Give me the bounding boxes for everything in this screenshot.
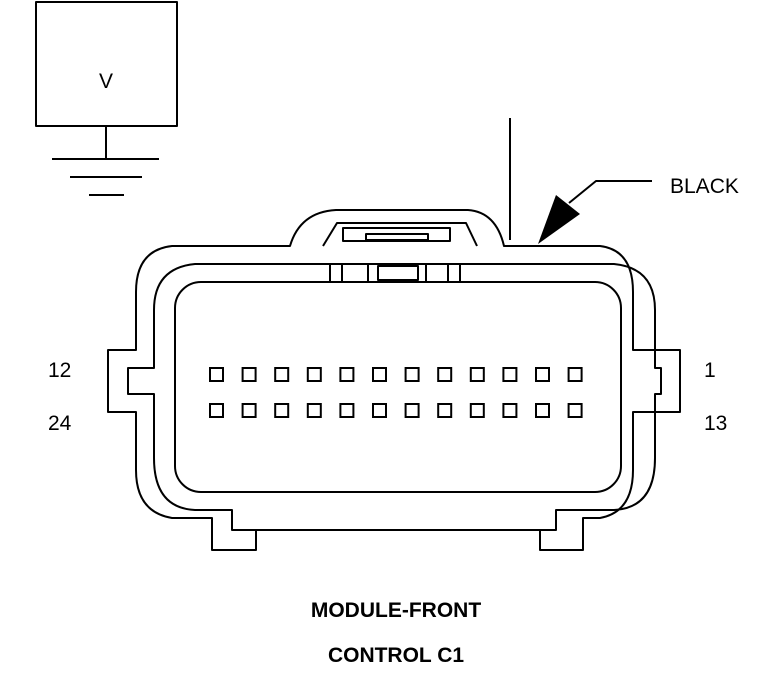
pin-cavity-slot xyxy=(535,367,550,382)
pin-cavity-slot xyxy=(339,367,355,382)
pin-cavity-slot xyxy=(404,403,420,418)
pin-cavity-slot xyxy=(437,403,453,418)
connector-body xyxy=(107,209,681,551)
pin-cavity-slot xyxy=(404,367,420,382)
pin-label-bottom-left: 24 xyxy=(48,412,72,435)
pin-grid xyxy=(209,367,583,418)
pin-cavity-slot xyxy=(372,403,387,418)
pin-cavity-slot xyxy=(535,403,550,418)
connector-outer-shell xyxy=(107,209,681,551)
pin-cavity-slot xyxy=(209,403,224,418)
pin-cavity-slot xyxy=(372,367,387,382)
ground-icon xyxy=(52,126,159,196)
pin-cavity-slot xyxy=(339,403,355,418)
pin-cavity-slot xyxy=(241,367,257,382)
pin-cavity-slot xyxy=(502,403,518,418)
keying-ribs xyxy=(329,264,461,282)
color-label: BLACK xyxy=(670,175,739,198)
pin-cavity-slot xyxy=(241,403,257,418)
connector-inner-shell xyxy=(127,263,662,531)
pin-cavity-slot xyxy=(469,367,485,382)
component-box: V xyxy=(35,1,178,196)
pin-cavity-slot xyxy=(209,367,224,382)
caption-line-1: MODULE-FRONT xyxy=(311,599,481,622)
pin-cavity-slot xyxy=(437,367,453,382)
color-callout: BLACK xyxy=(538,175,739,244)
pin-cavity xyxy=(174,281,622,493)
pin-cavity-slot xyxy=(502,367,518,382)
pin-cavity-slot xyxy=(306,403,322,418)
pin-cavity-slot xyxy=(469,403,485,418)
pin-label-bottom-right: 13 xyxy=(704,412,727,435)
pin-cavity-slot xyxy=(274,403,290,418)
component-symbol: V xyxy=(99,70,113,93)
pin-cavity-slot xyxy=(567,367,583,382)
latch xyxy=(322,222,478,247)
arrow-head-icon xyxy=(538,195,580,244)
pin-label-top-right: 1 xyxy=(704,359,716,382)
pin-cavity-slot xyxy=(274,367,290,382)
pin-cavity-slot xyxy=(567,403,583,418)
pin-label-top-left: 12 xyxy=(48,359,71,382)
pin-cavity-slot xyxy=(306,367,322,382)
component-outline xyxy=(35,1,178,127)
caption-line-2: CONTROL C1 xyxy=(328,644,464,667)
